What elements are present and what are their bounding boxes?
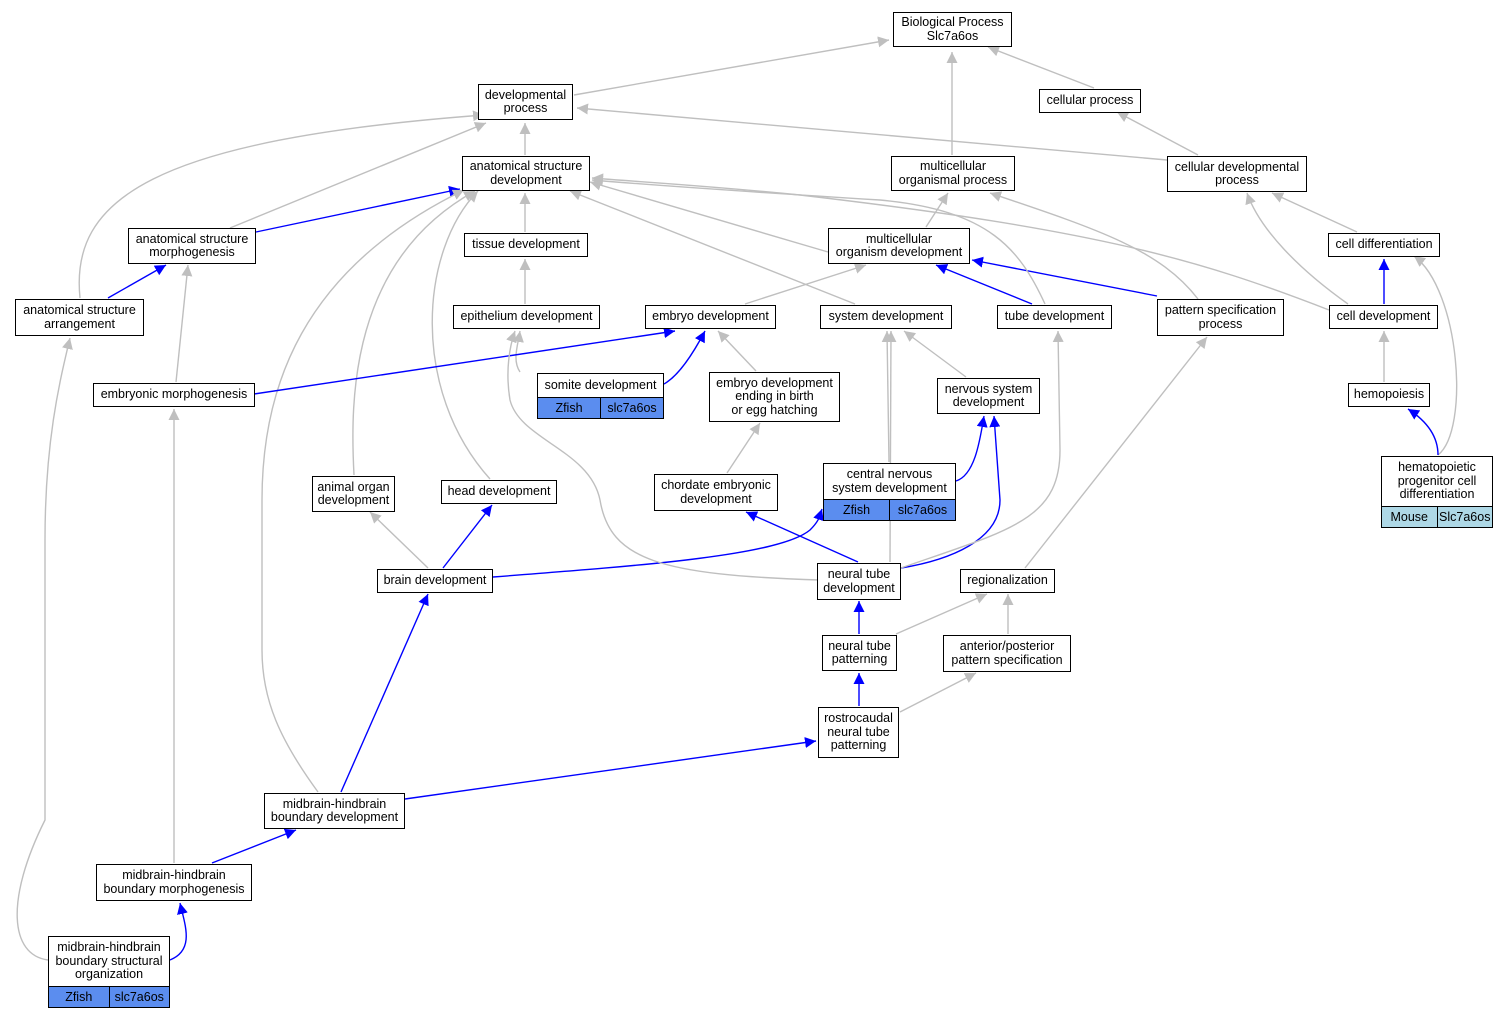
relation-edge <box>987 45 1095 89</box>
node-anterior-posterior-pattern-specification[interactable]: anterior/posterior pattern specification <box>943 635 1071 672</box>
relation-edge <box>261 189 465 793</box>
is-a-edge <box>971 256 1158 297</box>
node-tissue-development[interactable]: tissue development <box>464 233 588 257</box>
relation-edge <box>1413 255 1458 456</box>
node-anatomical-structure-development[interactable]: anatomical structure development <box>462 156 590 191</box>
is-a-edge <box>211 828 297 864</box>
node-midbrain-hindbrain-boundary-structural-organization[interactable]: midbrain-hindbrain boundary structural o… <box>48 936 170 1008</box>
node-cell-development[interactable]: cell development <box>1329 305 1438 329</box>
relation-edge <box>591 175 1046 305</box>
annotation-species[interactable]: Zfish <box>538 398 600 418</box>
relation-edge <box>431 190 491 480</box>
annotation-gene[interactable]: slc7a6os <box>108 987 169 1007</box>
node-neural-tube-development[interactable]: neural tube development <box>817 563 901 600</box>
relation-edge <box>569 189 856 305</box>
is-a-edge <box>935 264 1033 305</box>
relation-edge <box>589 179 829 253</box>
relation-edge <box>573 36 890 96</box>
node-pattern-specification-process[interactable]: pattern specification process <box>1157 299 1284 336</box>
node-animal-organ-development[interactable]: animal organ development <box>312 476 395 512</box>
is-a-edge <box>492 508 824 578</box>
node-nervous-system-development[interactable]: nervous system development <box>937 378 1040 414</box>
annotation-species[interactable]: Mouse <box>1382 507 1437 527</box>
node-epithelium-development[interactable]: epithelium development <box>453 305 600 329</box>
relation-edge <box>900 330 1064 569</box>
relation-edge <box>1245 192 1349 305</box>
annotation-gene[interactable]: slc7a6os <box>889 500 955 520</box>
node-anatomical-structure-arrangement[interactable]: anatomical structure arrangement <box>15 299 144 336</box>
annotation-gene[interactable]: slc7a6os <box>600 398 663 418</box>
relation-edge <box>881 330 893 463</box>
node-hematopoietic-progenitor-cell-differentiation[interactable]: hematopoietic progenitor cell differenti… <box>1381 456 1493 528</box>
relation-edge <box>1024 336 1208 569</box>
node-cellular-process[interactable]: cellular process <box>1039 89 1141 113</box>
node-head-development[interactable]: head development <box>441 480 557 504</box>
relation-edge <box>512 330 524 373</box>
is-a-edge <box>442 504 493 569</box>
relation-edge <box>175 264 193 383</box>
relation-edge <box>78 110 485 299</box>
node-rostrocaudal-neural-tube-patterning[interactable]: rostrocaudal neural tube patterning <box>818 707 899 758</box>
node-embryonic-morphogenesis[interactable]: embryonic morphogenesis <box>93 383 255 407</box>
node-midbrain-hindbrain-boundary-development[interactable]: midbrain-hindbrain boundary development <box>264 793 405 829</box>
annotation-species[interactable]: Zfish <box>49 987 109 1007</box>
is-a-edge <box>253 327 676 395</box>
is-a-edge <box>955 415 988 482</box>
node-biological-process[interactable]: Biological Process Slc7a6os <box>893 12 1012 47</box>
node-tube-development[interactable]: tube development <box>997 305 1112 329</box>
relation-edge <box>717 330 757 372</box>
is-a-edge <box>663 330 706 385</box>
node-brain-development[interactable]: brain development <box>377 569 493 593</box>
annotation-species[interactable]: Zfish <box>824 500 889 520</box>
relation-edge <box>895 593 988 635</box>
is-a-edge <box>745 511 859 563</box>
relation-edge <box>1116 111 1199 156</box>
node-developmental-process[interactable]: developmental process <box>478 84 573 120</box>
node-cellular-developmental-process[interactable]: cellular developmental process <box>1167 156 1307 192</box>
node-chordate-embryonic-development[interactable]: chordate embryonic development <box>654 474 778 511</box>
node-system-development[interactable]: system development <box>820 305 952 329</box>
is-a-edge <box>169 902 188 961</box>
is-a-edge <box>404 737 817 800</box>
relation-edge <box>903 330 967 378</box>
is-a-edge <box>1407 408 1439 456</box>
relation-edge <box>989 191 1199 300</box>
node-cell-differentiation[interactable]: cell differentiation <box>1328 233 1440 257</box>
relation-edge <box>576 103 1168 161</box>
node-embryo-development[interactable]: embryo development <box>645 305 776 329</box>
node-midbrain-hindbrain-boundary-morphogenesis[interactable]: midbrain-hindbrain boundary morphogenesi… <box>96 864 252 901</box>
node-multicellular-organismal-process[interactable]: multicellular organismal process <box>891 156 1015 191</box>
is-a-edge <box>107 264 167 299</box>
relation-edge <box>16 337 73 961</box>
is-a-edge <box>255 185 461 233</box>
annotation-gene[interactable]: Slc7a6os <box>1436 507 1492 527</box>
relation-edge <box>229 122 487 229</box>
node-hemopoiesis[interactable]: hemopoiesis <box>1348 383 1430 407</box>
is-a-edge <box>340 593 429 793</box>
relation-edge <box>1271 192 1358 233</box>
node-regionalization[interactable]: regionalization <box>960 569 1055 593</box>
relation-edge <box>726 422 761 474</box>
relation-edge <box>506 330 821 581</box>
node-anatomical-structure-morphogenesis[interactable]: anatomical structure morphogenesis <box>128 228 256 264</box>
relation-edge <box>369 511 429 569</box>
node-embryo-development-ending-in-birth[interactable]: embryo development ending in birth or eg… <box>709 372 840 422</box>
node-neural-tube-patterning[interactable]: neural tube patterning <box>822 635 897 671</box>
node-multicellular-organism-development[interactable]: multicellular organism development <box>828 228 970 264</box>
relation-edge <box>899 672 977 713</box>
relation-edge <box>591 173 1330 311</box>
relation-edge <box>885 330 897 563</box>
relation-edge <box>352 190 476 476</box>
